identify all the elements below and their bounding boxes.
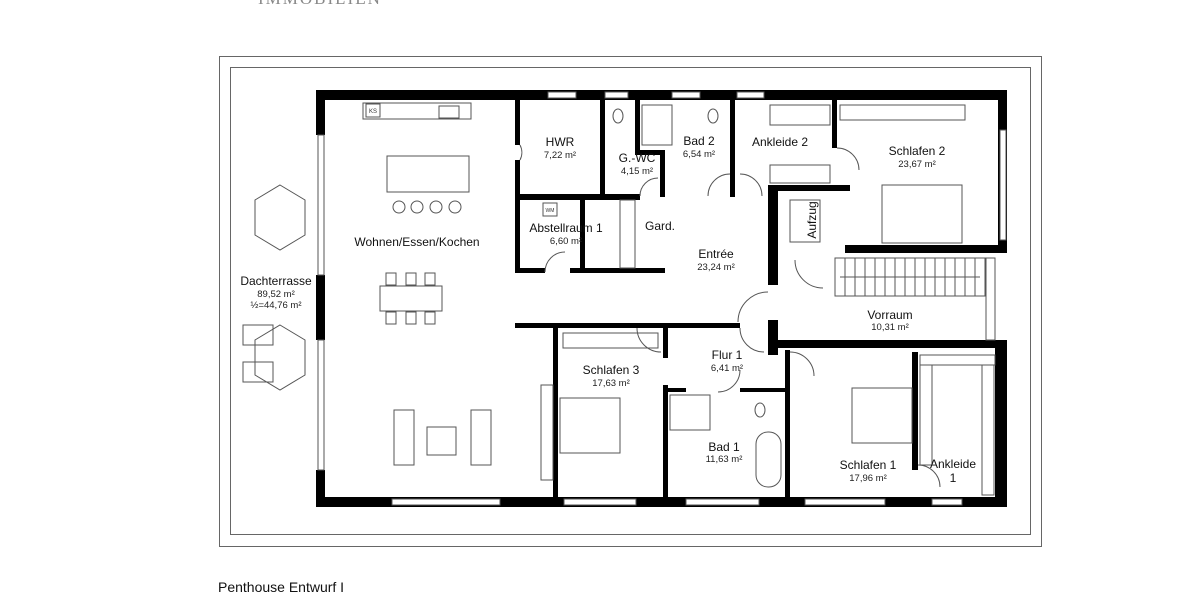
sink-icon — [438, 105, 460, 119]
room-name-ankleide1-line2: 1 — [950, 471, 957, 485]
room-area-abstellraum1: 6,60 m² — [550, 236, 582, 247]
room-area-schlafen1: 17,96 m² — [849, 473, 887, 484]
bathtub-icon — [755, 431, 782, 488]
wardrobe — [562, 332, 659, 349]
room-name-flur1: Flur 1 — [712, 348, 743, 362]
logo-text: IMMOBILIEN — [258, 0, 382, 8]
room-area-flur1: 6,41 m² — [711, 363, 743, 374]
room-area-hwr: 7,22 m² — [544, 150, 576, 161]
room-name-hwr: HWR — [546, 135, 575, 149]
dining-table — [379, 285, 443, 312]
room-name-dachterrasse: Dachterrasse — [240, 274, 312, 288]
room-name-aufzug: Aufzug — [805, 201, 819, 238]
room-name-gwc: G.-WC — [619, 151, 656, 165]
wardrobe — [839, 104, 966, 121]
room-name-vorraum: Vorraum — [867, 308, 912, 322]
sofa — [470, 409, 492, 466]
bed — [851, 387, 913, 444]
shower-icon — [641, 104, 673, 146]
fridge-label: KS — [369, 109, 377, 115]
room-area-schlafen3: 17,63 m² — [592, 378, 630, 389]
walls — [316, 90, 1007, 507]
bed — [559, 397, 621, 454]
bed — [881, 184, 963, 244]
room-name-bad1: Bad 1 — [708, 440, 740, 454]
room-area-bad1: 11,63 m² — [706, 454, 743, 465]
toilet-icon — [707, 108, 719, 124]
room-area-dachterrasse: 89,52 m² — [257, 289, 295, 300]
parasol-icon — [254, 324, 306, 391]
washer-label: WM — [546, 208, 555, 214]
room-name-schlafen2: Schlafen 2 — [889, 144, 946, 158]
room-name-ankleide1: Ankleide — [930, 457, 976, 471]
room-area-bad2: 6,54 m² — [683, 149, 715, 160]
room-name-wohnen: Wohnen/Essen/Kochen — [354, 235, 479, 249]
room-area-vorraum: 10,31 m² — [871, 322, 909, 333]
room-name-entree: Entrée — [698, 247, 734, 261]
room-area-gwc: 4,15 m² — [621, 166, 653, 177]
wardrobe — [981, 364, 995, 496]
room-name-gard: Gard. — [645, 219, 675, 233]
toilet-icon — [754, 402, 766, 418]
room-labels: Wohnen/Essen/Kochen HWR 7,22 m² G.-WC 4,… — [240, 134, 976, 485]
parasol-icon — [254, 184, 306, 251]
sofa — [393, 409, 415, 466]
wardrobe — [769, 164, 831, 184]
outer-frame — [219, 56, 1042, 547]
plan-caption: Penthouse Entwurf I — [218, 579, 345, 595]
wardrobe — [919, 364, 933, 466]
kitchen-counter — [362, 102, 472, 120]
furniture: KS WM — [242, 102, 996, 496]
room-name-schlafen3: Schlafen 3 — [583, 363, 640, 377]
room-name-schlafen1: Schlafen 1 — [840, 458, 897, 472]
room-name-abstellraum1: Abstellraum 1 — [529, 221, 603, 235]
shower-icon — [669, 394, 711, 431]
wardrobe — [540, 384, 554, 481]
wardrobe — [619, 199, 636, 269]
room-name-ankleide2: Ankleide 2 — [752, 135, 808, 149]
terrace-border — [230, 67, 1031, 535]
room-area-schlafen2: 23,67 m² — [898, 159, 936, 170]
room-area-entree: 23,24 m² — [697, 262, 735, 273]
stairs — [834, 257, 986, 297]
windows — [317, 91, 1007, 506]
elevator — [789, 199, 821, 243]
wardrobe — [919, 354, 996, 366]
coffee-table — [426, 426, 457, 456]
room-half-area-dachterrasse: ½=44,76 m² — [251, 300, 302, 311]
kitchen-island — [386, 155, 470, 193]
room-name-bad2: Bad 2 — [683, 134, 715, 148]
toilet-icon — [612, 108, 624, 124]
wardrobe — [769, 104, 831, 126]
